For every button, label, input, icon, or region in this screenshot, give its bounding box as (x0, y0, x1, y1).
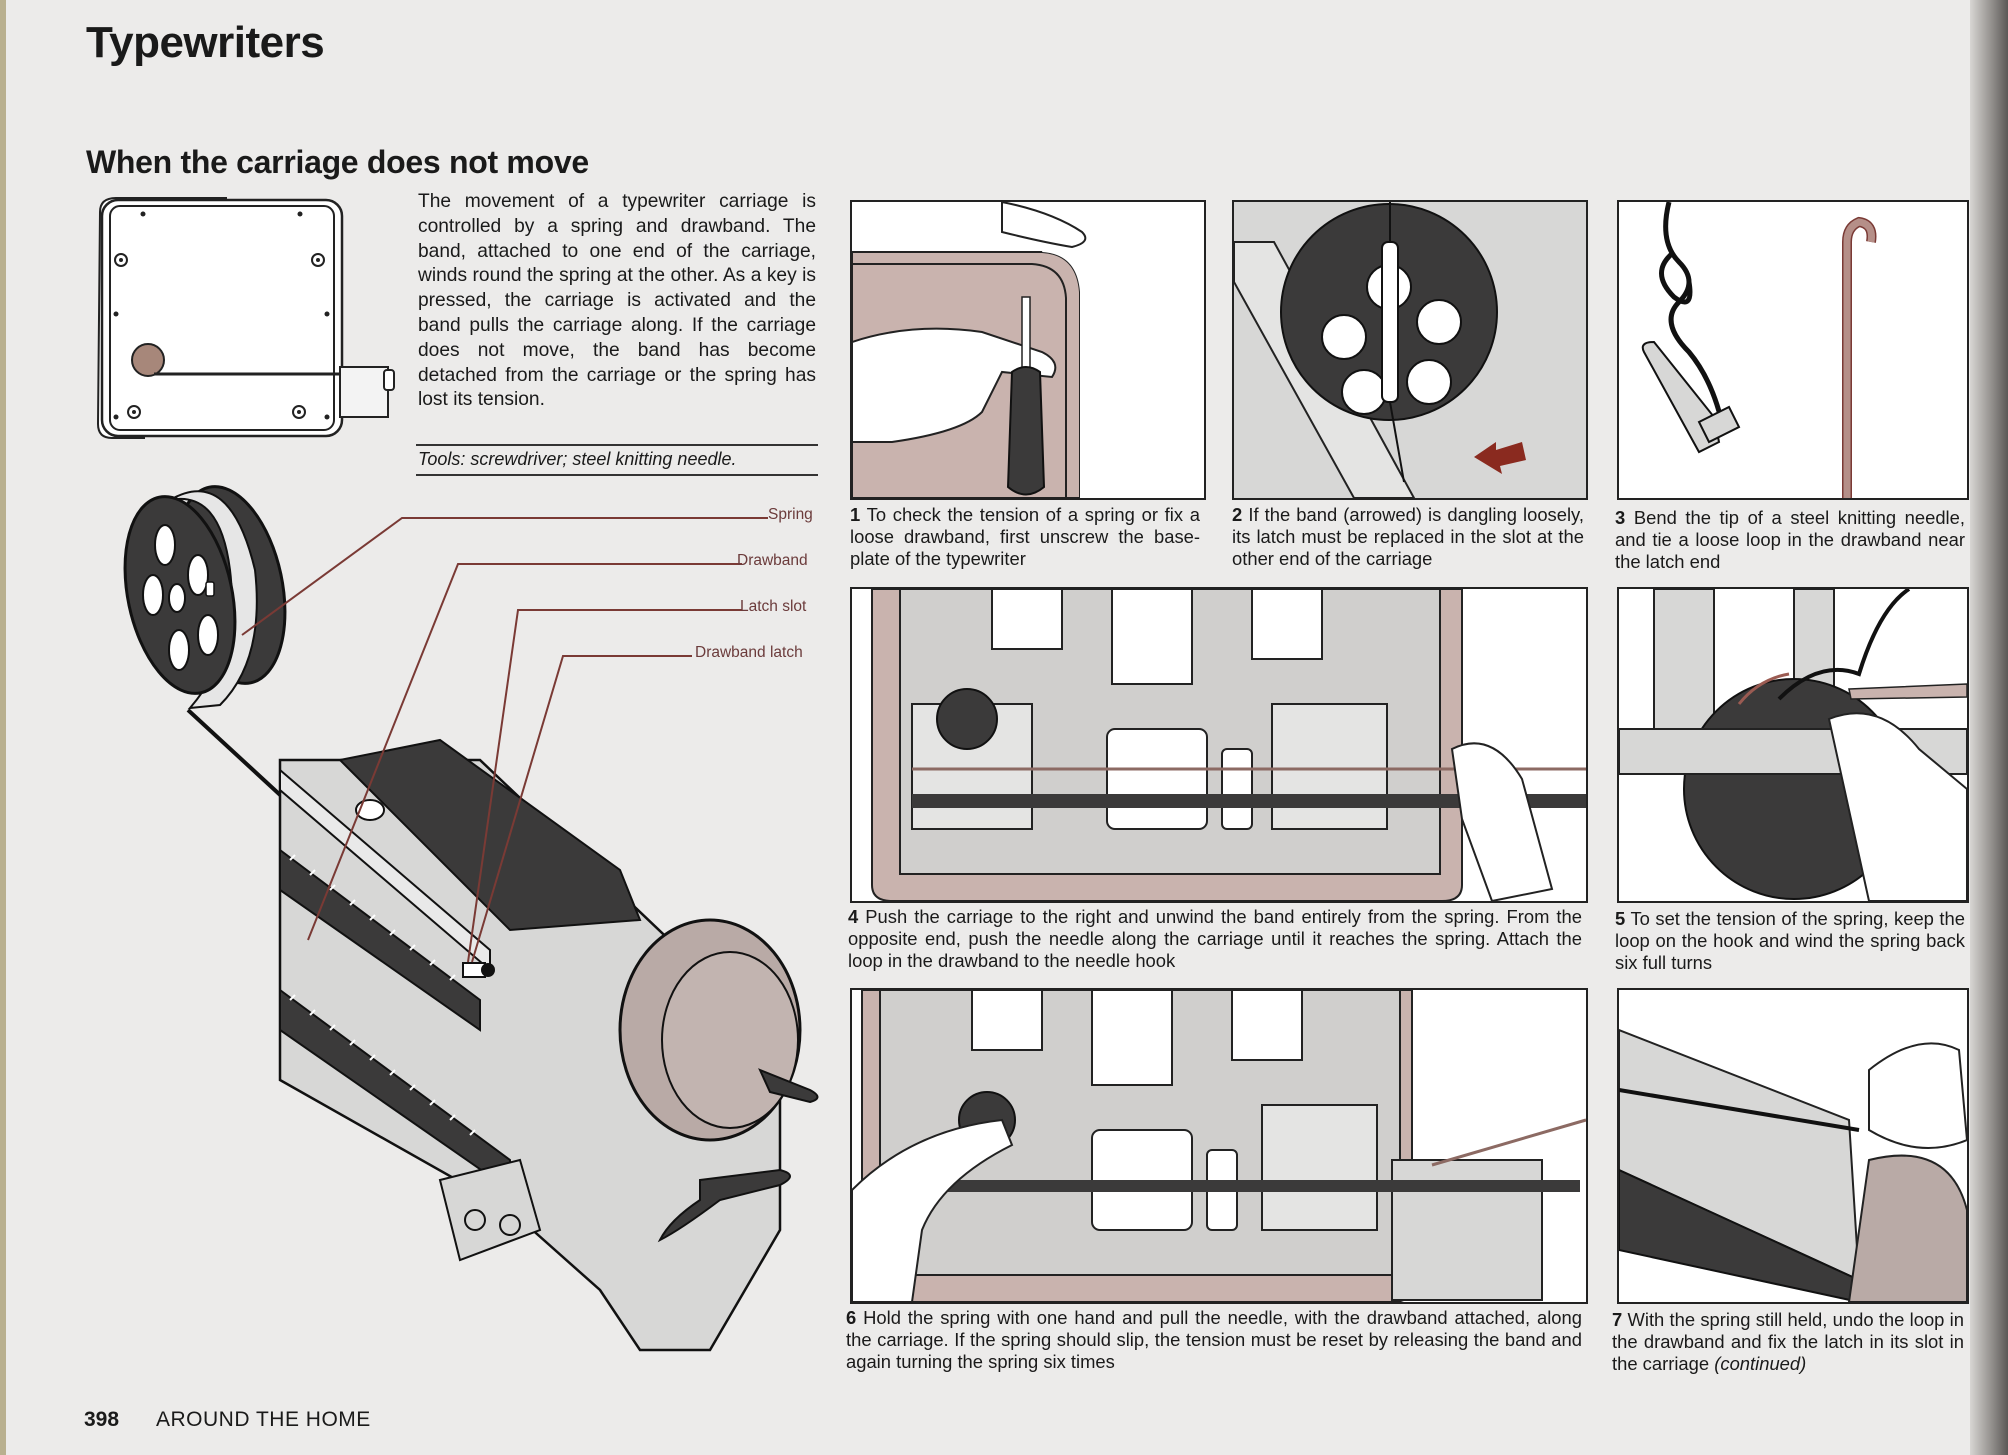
step-4-illustration (850, 587, 1588, 903)
baseplate-overview-illustration (88, 192, 398, 442)
step-5-illustration (1617, 587, 1969, 903)
page-gutter-shadow (1970, 0, 2008, 1455)
intro-paragraph: The movement of a typewriter carriage is… (418, 191, 816, 411)
step-3-illustration (1617, 200, 1969, 500)
step-1-caption: 1 To check the tension of a spring or fi… (850, 504, 1200, 570)
step-text: If the band (arrowed) is dangling loosel… (1232, 504, 1584, 569)
step-text: Bend the tip of a steel knitting needle,… (1615, 507, 1965, 572)
step-7-illustration (1617, 988, 1969, 1304)
label-spring: Spring (768, 506, 813, 523)
step-text: Hold the spring with one hand and pull t… (846, 1307, 1582, 1372)
step-5-caption: 5 To set the tension of the spring, keep… (1615, 908, 1965, 974)
step-number: 7 (1612, 1309, 1623, 1330)
step-7-caption: 7 With the spring still held, undo the l… (1612, 1309, 1964, 1375)
spring-and-carriage-illustration (80, 470, 840, 1380)
step-text: Push the carriage to the right and unwin… (848, 906, 1582, 971)
step-number: 2 (1232, 504, 1243, 525)
running-footer-section: AROUND THE HOME (156, 1408, 371, 1431)
continued-note: (continued) (1714, 1353, 1807, 1374)
page-binding-edge (0, 0, 6, 1455)
step-number: 6 (846, 1307, 857, 1328)
step-2-illustration (1232, 200, 1588, 500)
label-drawband: Drawband (737, 552, 808, 569)
step-6-caption: 6 Hold the spring with one hand and pull… (846, 1307, 1582, 1373)
step-3-caption: 3 Bend the tip of a steel knitting needl… (1615, 507, 1965, 573)
step-text: With the spring still held, undo the loo… (1612, 1309, 1964, 1374)
page-title: Typewriters (86, 18, 325, 67)
step-4-caption: 4 Push the carriage to the right and unw… (848, 906, 1582, 972)
label-drawband-latch: Drawband latch (695, 644, 803, 661)
step-6-illustration (850, 988, 1588, 1304)
step-2-caption: 2 If the band (arrowed) is dangling loos… (1232, 504, 1584, 570)
step-text: To set the tension of the spring, keep t… (1615, 908, 1966, 973)
tools-note: Tools: screwdriver; steel knitting needl… (416, 444, 818, 476)
step-number: 4 (848, 906, 859, 927)
step-number: 5 (1615, 908, 1626, 929)
label-latch-slot: Latch slot (740, 598, 807, 615)
page-number: 398 (84, 1408, 120, 1431)
step-number: 1 (850, 504, 861, 525)
section-heading: When the carriage does not move (86, 144, 589, 180)
step-1-illustration (850, 200, 1206, 500)
step-text: To check the tension of a spring or fix … (850, 504, 1200, 569)
step-number: 3 (1615, 507, 1626, 528)
